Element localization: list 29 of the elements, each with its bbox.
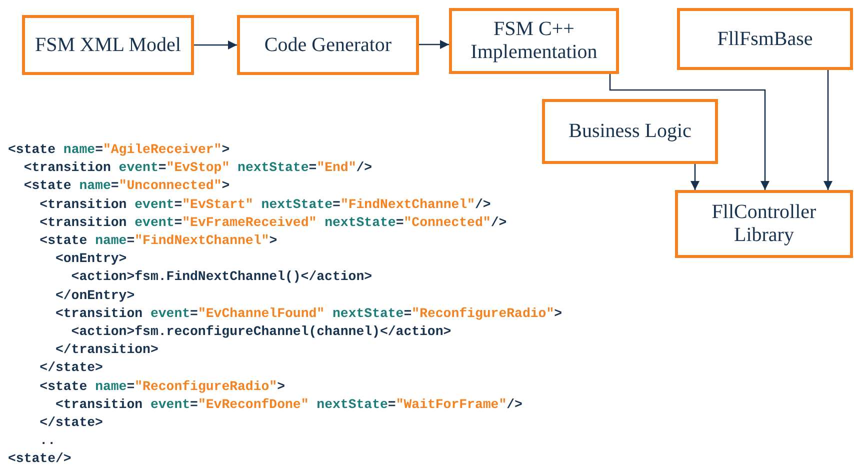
arrow xyxy=(824,70,832,190)
process-box: FllFsmBase xyxy=(677,8,853,70)
code-line: <action>fsm.FindNextChannel()</action> xyxy=(70,268,372,286)
code-line: <state/> xyxy=(8,450,72,468)
arrow xyxy=(194,40,237,50)
code-line: <transition event="EvStart" nextState="FindNextChannel"/> xyxy=(38,196,491,213)
process-box: FllController Library xyxy=(675,190,853,258)
process-box: Code Generator xyxy=(237,15,419,75)
code-line: <state name="FindNextChannel"> xyxy=(38,232,278,249)
code-line: .. xyxy=(38,432,56,450)
code-line: <state name="ReconfigureRadio"> xyxy=(38,378,286,395)
code-line: </onEntry> xyxy=(54,286,135,304)
code-line: <onEntry> xyxy=(54,250,127,268)
arrow xyxy=(609,74,770,190)
code-line: <transition event="EvStop" nextState="End"/> xyxy=(22,159,372,176)
process-box: Business Logic xyxy=(542,99,718,164)
code-line: </state> xyxy=(38,359,103,376)
code-line: </transition> xyxy=(54,341,158,358)
code-line: </state> xyxy=(38,414,103,431)
code-line: <action>fsm.reconfigureChannel(channel)</action> xyxy=(70,323,452,340)
process-box: FSM C++ Implementation xyxy=(449,8,619,74)
code-line: <state name="AgileReceiver"> xyxy=(8,141,230,158)
arrow xyxy=(419,40,449,49)
code-line: <transition event="EvReconfDone" nextState="WaitForFrame"/> xyxy=(54,396,522,413)
code-line: <transition event="EvFrameReceived" nextState="Connected"/> xyxy=(38,214,507,231)
arrow xyxy=(690,164,700,190)
code-line: <transition event="EvChannelFound" nextState="ReconfigureRadio"> xyxy=(54,304,562,322)
code-line: <state name="Unconnected"> xyxy=(22,177,230,194)
process-box: FSM XML Model xyxy=(22,15,194,75)
